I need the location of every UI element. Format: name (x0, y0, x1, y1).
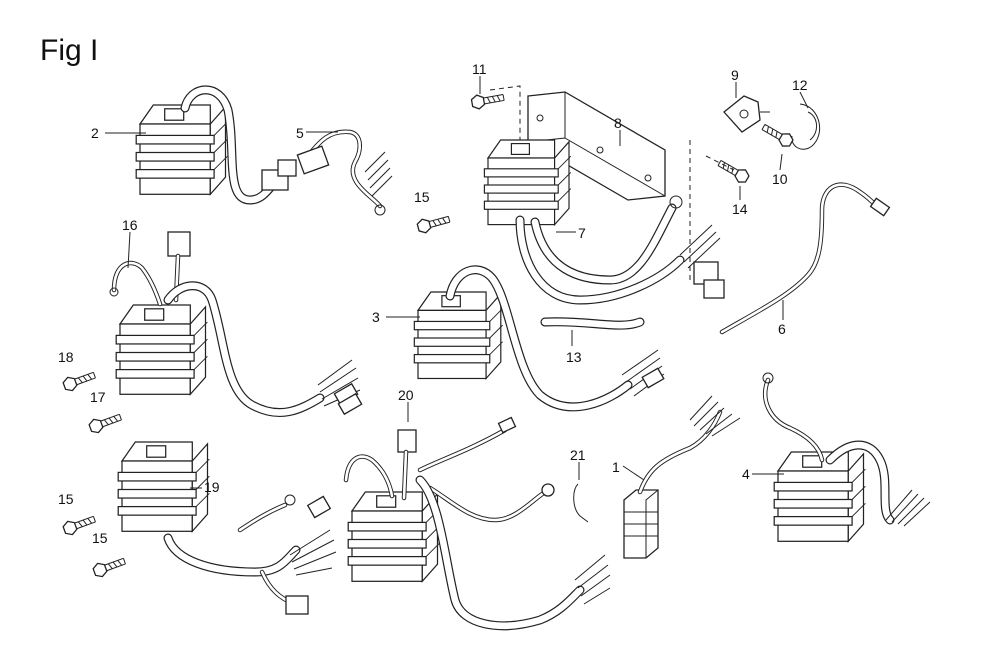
callout-5: 5 (296, 125, 304, 141)
regulator-1 (623, 395, 741, 559)
assembly-lines (489, 85, 735, 282)
callout-19: 19 (204, 479, 220, 495)
callout-10: 10 (772, 171, 788, 187)
callout-12: 12 (792, 77, 808, 93)
callout-20: 20 (398, 387, 414, 403)
callout-13: 13 (566, 349, 582, 365)
callout-7: 7 (578, 225, 586, 241)
callout-1: 1 (612, 459, 620, 475)
callouts: 2 5 11 8 9 12 10 14 15 7 16 3 13 6 18 17… (58, 61, 808, 546)
callout-14: 14 (732, 201, 748, 217)
callout-15-top: 15 (414, 189, 430, 205)
leader-lines (105, 76, 809, 489)
callout-21: 21 (570, 447, 586, 463)
callout-6: 6 (778, 321, 786, 337)
regulator-2 (135, 85, 393, 216)
callout-8: 8 (614, 115, 622, 131)
regulator-7 (483, 91, 725, 305)
regulator-19 (117, 441, 337, 615)
regulator-4 (762, 372, 931, 542)
regulator-20 (343, 416, 611, 631)
callout-15-mid: 15 (58, 491, 74, 507)
callout-2: 2 (91, 125, 99, 141)
wire-6 (719, 182, 891, 335)
callout-9: 9 (731, 67, 739, 83)
regulator-3 (413, 265, 665, 412)
callout-16: 16 (122, 217, 138, 233)
figure-title: Fig I (40, 34, 99, 67)
callout-11: 11 (472, 61, 487, 77)
callout-4: 4 (742, 466, 750, 482)
callout-15-bottom: 15 (92, 530, 108, 546)
callout-17: 17 (90, 389, 106, 405)
callout-3: 3 (372, 309, 380, 325)
callout-18: 18 (58, 349, 74, 365)
regulator-mid-left (109, 231, 363, 418)
hardware-parts (715, 95, 821, 186)
